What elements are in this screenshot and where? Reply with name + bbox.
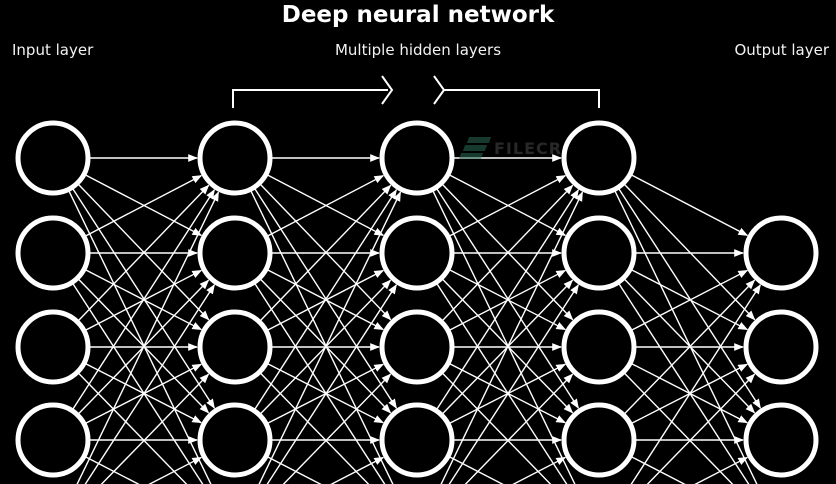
connection-edge bbox=[631, 174, 749, 237]
hidden-1-neuron bbox=[197, 402, 273, 478]
neurons bbox=[15, 120, 819, 478]
input-neuron bbox=[15, 120, 91, 196]
connection-edge bbox=[512, 456, 567, 484]
connection-edge bbox=[260, 184, 392, 321]
connection-edge bbox=[85, 174, 203, 237]
watermark-logo-icon bbox=[458, 137, 492, 159]
connection-edge bbox=[72, 283, 204, 484]
connection-edge bbox=[464, 373, 574, 484]
connection-edge bbox=[148, 456, 203, 484]
hidden-3-neuron bbox=[561, 215, 637, 291]
connection-edge bbox=[442, 373, 552, 484]
connection-edge bbox=[267, 456, 322, 484]
hidden-3-neuron bbox=[561, 120, 637, 196]
connection-edge bbox=[449, 456, 504, 484]
output-neuron bbox=[743, 309, 819, 385]
connection-edge bbox=[631, 269, 749, 331]
hidden-layers-label: Multiple hidden layers bbox=[334, 41, 502, 59]
output-neuron bbox=[743, 215, 819, 291]
connections bbox=[68, 154, 761, 484]
connection-edge bbox=[624, 184, 756, 321]
connection-edge bbox=[694, 456, 749, 484]
connection-edge bbox=[631, 456, 686, 484]
hidden-layers-bracket bbox=[232, 75, 600, 108]
hidden-1-neuron bbox=[197, 120, 273, 196]
hidden-1-neuron bbox=[197, 215, 273, 291]
diagram-title: Deep neural network bbox=[281, 2, 555, 28]
connection-edge bbox=[624, 279, 756, 414]
connection-edge bbox=[436, 283, 568, 484]
hidden-3-neuron bbox=[561, 309, 637, 385]
connection-edge bbox=[630, 284, 761, 484]
connection-edge bbox=[267, 174, 385, 237]
connection-edge bbox=[100, 373, 210, 484]
hidden-2-neuron bbox=[379, 215, 455, 291]
connection-edge bbox=[646, 373, 756, 484]
connection-edge bbox=[260, 373, 370, 484]
connection-edge bbox=[282, 373, 392, 484]
connection-edge bbox=[449, 174, 567, 237]
connection-edge bbox=[440, 191, 584, 484]
connection-edge bbox=[78, 373, 188, 484]
connection-edge bbox=[72, 189, 215, 410]
hidden-2-neuron bbox=[379, 120, 455, 196]
input-neuron bbox=[15, 309, 91, 385]
connection-edge bbox=[258, 191, 402, 484]
connection-edge bbox=[618, 188, 761, 409]
output-layer-label: Output layer bbox=[734, 41, 829, 59]
connection-edge bbox=[84, 284, 215, 484]
watermark-text: FILECR bbox=[494, 138, 563, 158]
connection-edge bbox=[436, 189, 579, 410]
connection-edge bbox=[78, 184, 210, 321]
connection-edge bbox=[254, 283, 386, 484]
connection-edge bbox=[254, 189, 397, 410]
connection-edge bbox=[448, 284, 579, 484]
connection-edge bbox=[330, 456, 385, 484]
connection-edge bbox=[76, 191, 220, 484]
input-neuron bbox=[15, 215, 91, 291]
hidden-3-neuron bbox=[561, 402, 637, 478]
input-neuron bbox=[15, 402, 91, 478]
connection-edge bbox=[85, 456, 140, 484]
connection-edge bbox=[266, 284, 397, 484]
hidden-2-neuron bbox=[379, 402, 455, 478]
input-layer-label: Input layer bbox=[12, 41, 94, 59]
hidden-2-neuron bbox=[379, 309, 455, 385]
connection-edge bbox=[442, 184, 574, 321]
watermark: FILECR bbox=[458, 134, 563, 162]
connection-edge bbox=[618, 283, 750, 484]
connection-edge bbox=[624, 373, 734, 484]
output-neuron bbox=[743, 402, 819, 478]
hidden-1-neuron bbox=[197, 309, 273, 385]
